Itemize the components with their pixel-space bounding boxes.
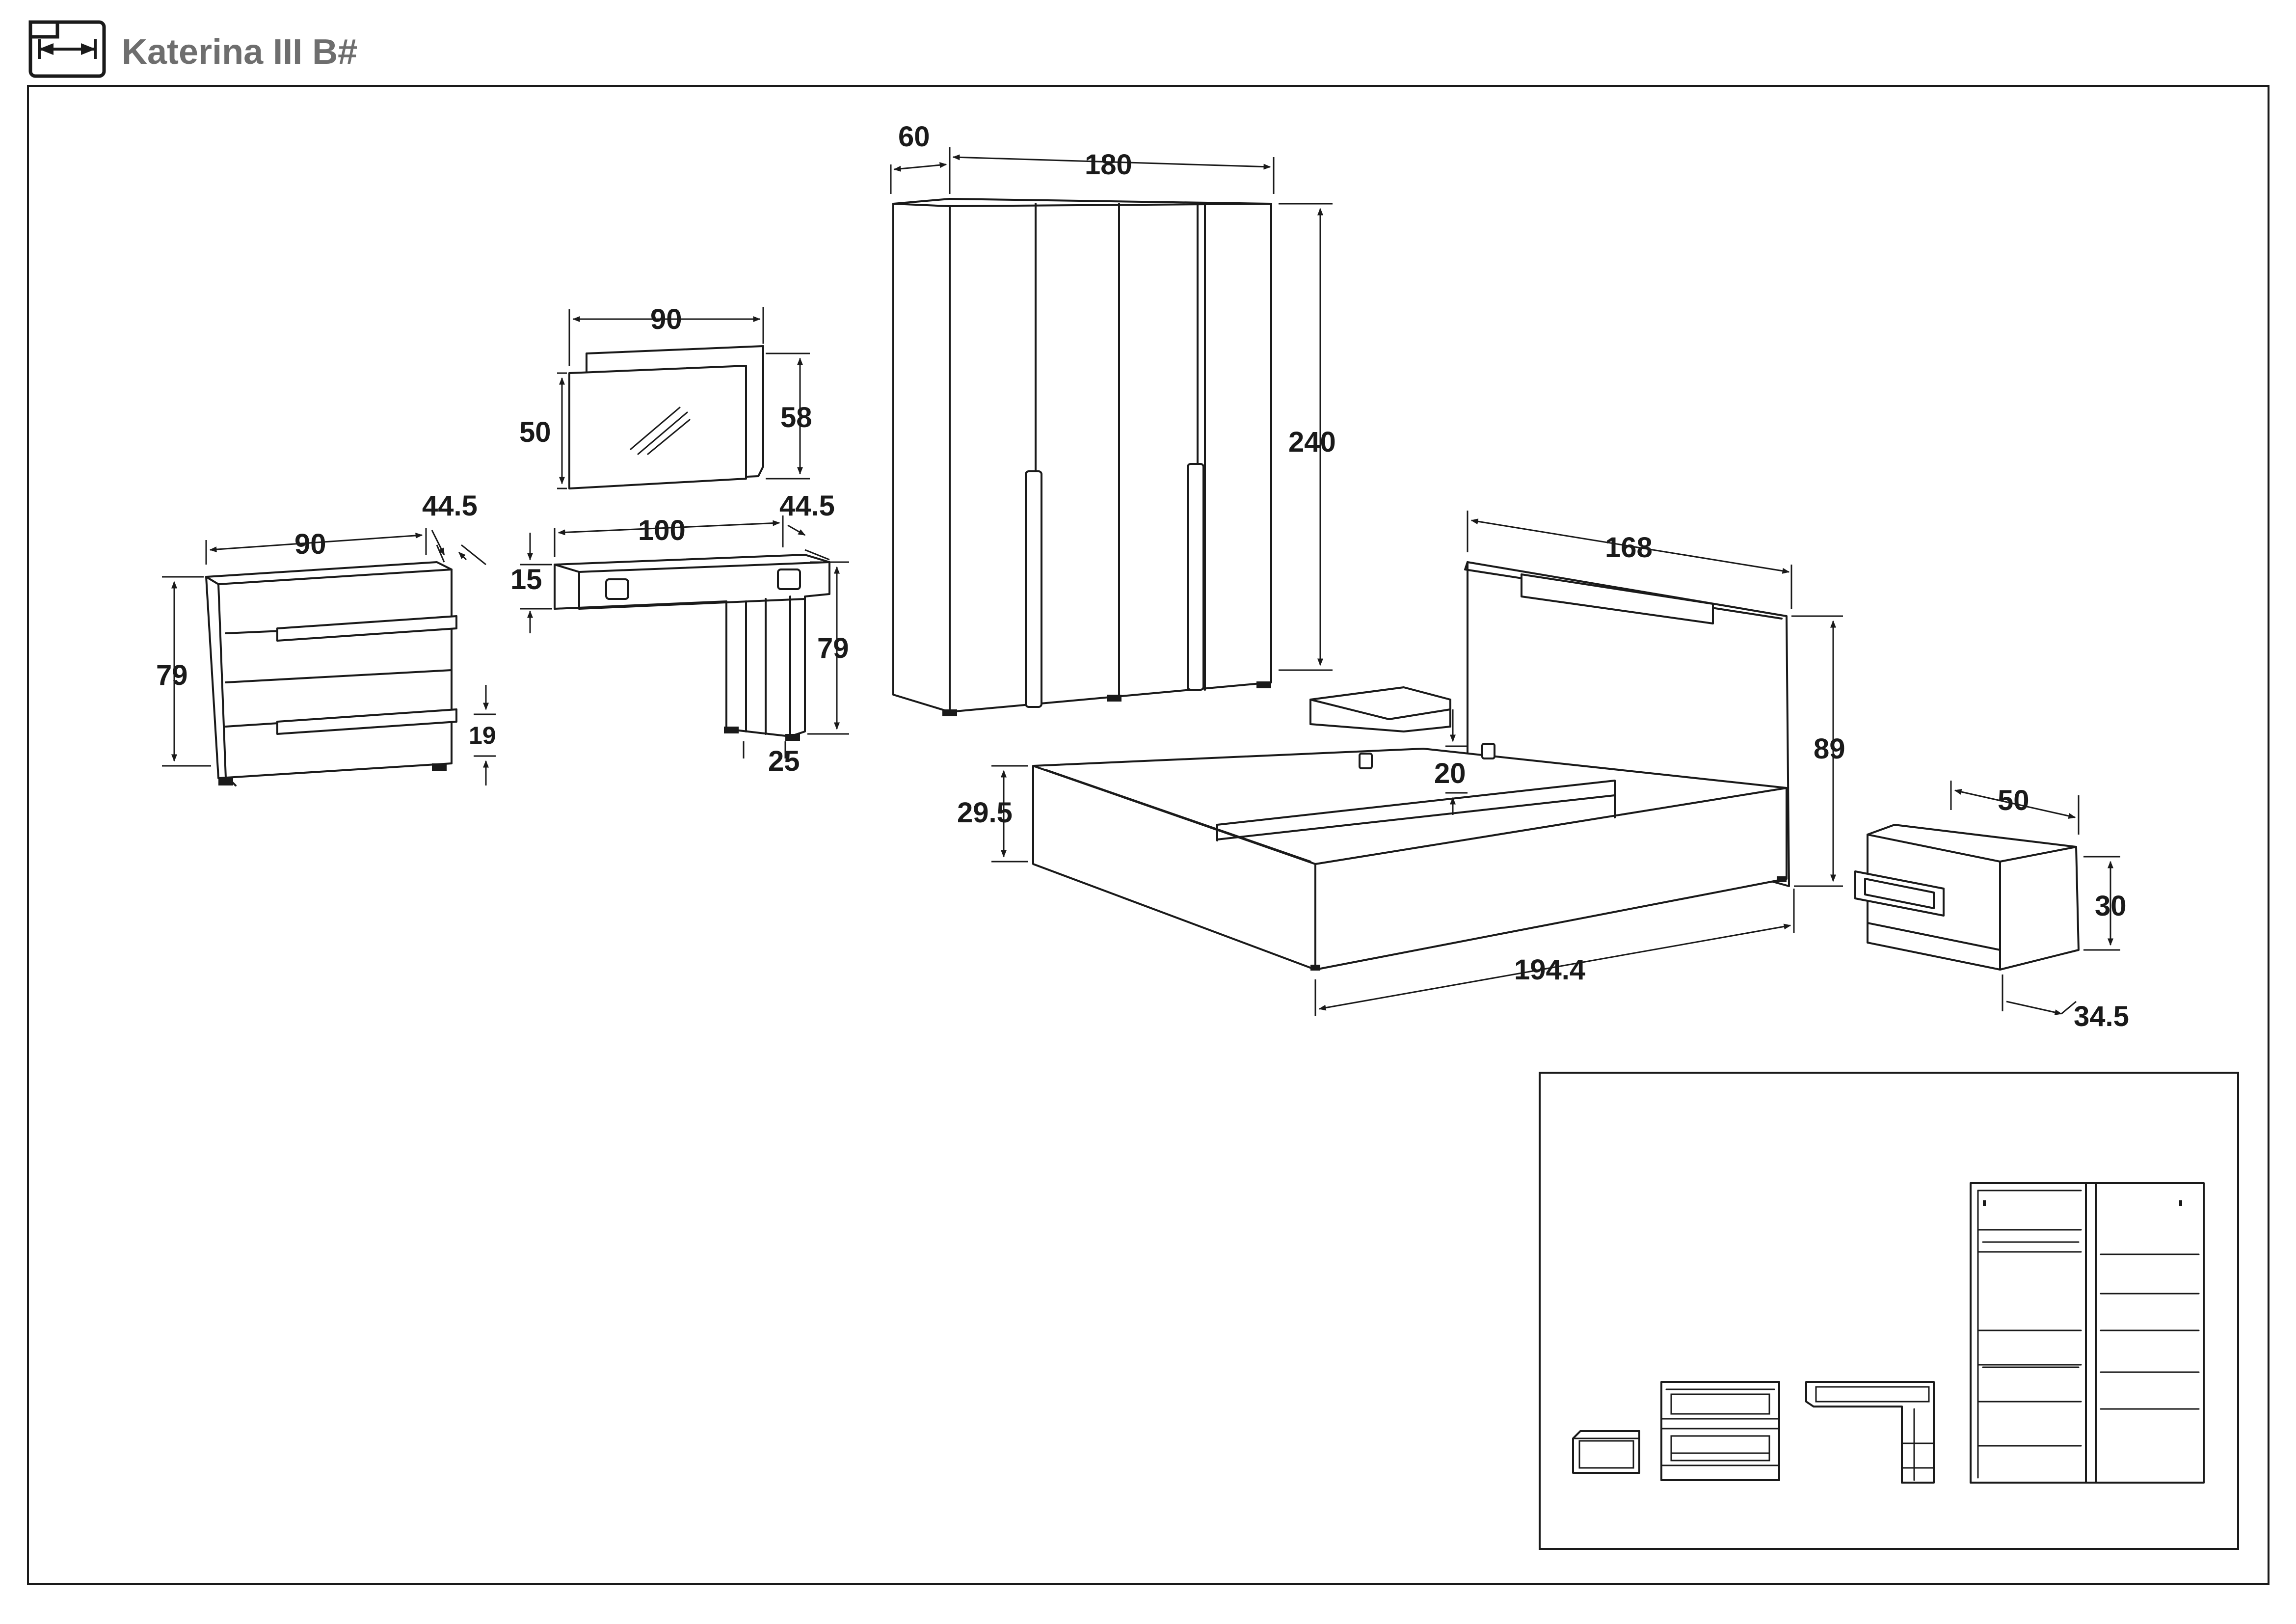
nightstand-height-label: 30 bbox=[2095, 890, 2127, 922]
width-measure-icon bbox=[28, 20, 106, 78]
wardrobe-drawing bbox=[892, 198, 1272, 716]
bed-height-label: 89 bbox=[1814, 733, 1845, 765]
nightstand-dimensions: 50 30 34.5 bbox=[1950, 781, 2129, 1032]
bed-clearance-label: 20 bbox=[1434, 758, 1466, 789]
inset-desk bbox=[1805, 1381, 1935, 1484]
page-title: Katerina III B# bbox=[122, 32, 357, 72]
dresser-width-label: 90 bbox=[294, 528, 326, 560]
desk-drawing bbox=[554, 554, 830, 741]
bed-width-label: 168 bbox=[1605, 532, 1653, 564]
desk-dimensions: 100 44.5 15 79 25 bbox=[510, 490, 849, 777]
wardrobe-depth-label: 60 bbox=[898, 121, 930, 153]
desk-width-label: 100 bbox=[638, 514, 686, 546]
mirror-total-height-label: 58 bbox=[780, 402, 812, 433]
dresser-drawing bbox=[205, 561, 457, 786]
bed-frame-label: 29.5 bbox=[957, 797, 1013, 829]
dresser-depth-label: 44.5 bbox=[422, 490, 478, 522]
main-frame bbox=[27, 85, 2269, 1585]
nightstand-width-label: 50 bbox=[1998, 785, 2029, 816]
mirror-height-label: 50 bbox=[519, 416, 551, 448]
desk-depth-label: 44.5 bbox=[779, 490, 835, 522]
bed-drawing bbox=[1032, 561, 1790, 971]
desk-leg-label: 25 bbox=[768, 745, 800, 777]
wardrobe-dimensions: 60 180 240 bbox=[890, 121, 1336, 671]
inset-wardrobe bbox=[1970, 1182, 2205, 1484]
inset-nightstand bbox=[1572, 1430, 1640, 1474]
mirror-width-label: 90 bbox=[650, 303, 682, 335]
nightstand-drawing bbox=[1854, 824, 2080, 971]
interior-views-inset bbox=[1539, 1072, 2239, 1550]
inset-dresser bbox=[1660, 1381, 1780, 1481]
bed-length-label: 194.4 bbox=[1514, 954, 1585, 986]
dresser-dimensions: 90 44.5 79 19 bbox=[156, 490, 496, 785]
header: Katerina III B# bbox=[28, 20, 357, 78]
desk-top-label: 15 bbox=[510, 564, 542, 595]
nightstand-depth-label: 34.5 bbox=[2074, 1001, 2129, 1032]
wardrobe-height-label: 240 bbox=[1288, 426, 1336, 458]
mirror-drawing bbox=[568, 345, 764, 489]
wardrobe-width-label: 180 bbox=[1085, 149, 1132, 181]
mirror-dimensions: 90 50 58 bbox=[519, 303, 812, 489]
dresser-leg-label: 19 bbox=[469, 722, 496, 749]
desk-height-label: 79 bbox=[817, 632, 849, 664]
bed-dimensions: 168 89 29.5 20 194.4 bbox=[957, 511, 1845, 1016]
dresser-height-label: 79 bbox=[156, 659, 188, 691]
